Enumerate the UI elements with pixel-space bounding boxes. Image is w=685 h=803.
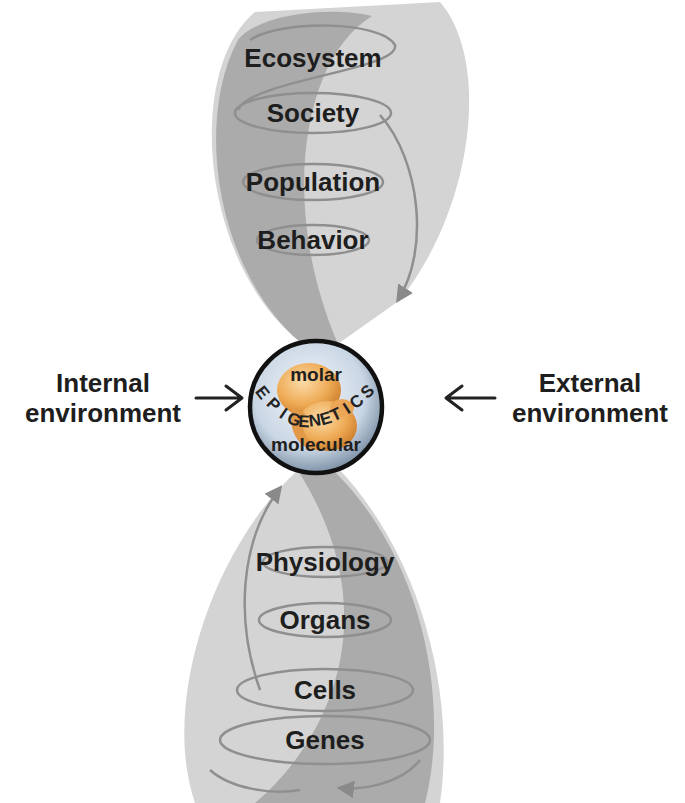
level-label: Society	[183, 98, 443, 128]
epigenetics-circle: molarEPIGENETICSmolecular	[247, 338, 385, 476]
level-label: Behavior	[183, 225, 443, 255]
scale-word: molecular	[247, 434, 385, 456]
level-label: Ecosystem	[183, 43, 443, 73]
arc-title: EPIGENETICS	[247, 338, 385, 476]
level-label: Organs	[195, 605, 455, 635]
level-label: Genes	[195, 725, 455, 755]
level-label: Cells	[195, 675, 455, 705]
environment-label: External environment	[495, 368, 685, 428]
environment-label: Internal environment	[8, 368, 198, 428]
level-label: Physiology	[195, 547, 455, 577]
level-label: Population	[183, 167, 443, 197]
